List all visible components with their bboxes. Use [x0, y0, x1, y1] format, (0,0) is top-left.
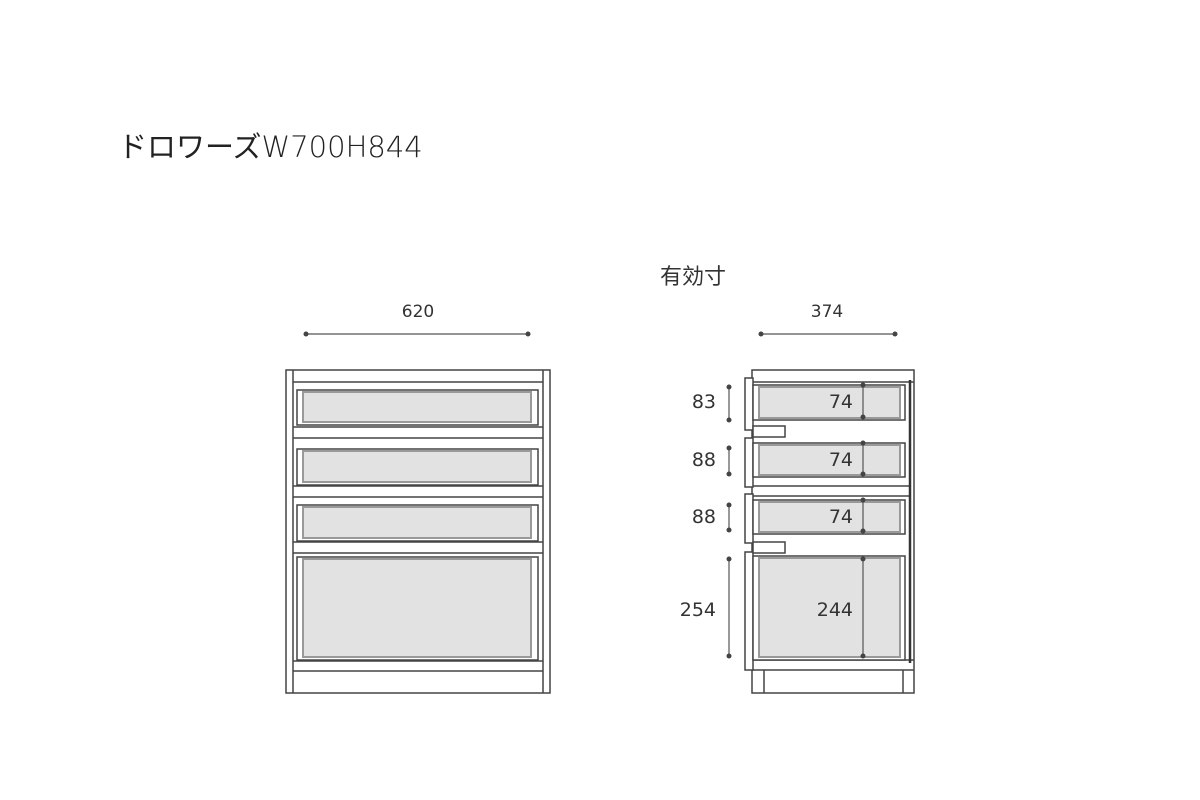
front-drawer-4 [296, 556, 539, 661]
inner-height-4: 244 [817, 599, 853, 621]
side-drawer-1 [752, 384, 906, 421]
handle [752, 425, 786, 438]
outer-height-3: 88 [692, 506, 716, 528]
front-width-label: 620 [402, 302, 434, 322]
inner-height-2: 74 [829, 449, 853, 471]
outer-height-2: 88 [692, 449, 716, 471]
side-depth-dimension-line [758, 331, 898, 337]
handle [752, 541, 786, 554]
drawing-title: ドロワーズW700H844 [118, 130, 423, 164]
outer-height-dimensions [726, 384, 732, 659]
side-view-cabinet [744, 369, 915, 694]
inner-height-3: 74 [829, 506, 853, 528]
inner-height-1: 74 [829, 391, 853, 413]
side-drawer-2 [752, 442, 906, 478]
front-width-dimension-line [303, 331, 531, 337]
front-view-cabinet [285, 369, 551, 694]
side-drawer-4 [752, 555, 906, 661]
side-depth-label: 374 [811, 302, 843, 322]
effective-dimensions-label: 有効寸 [660, 265, 726, 290]
side-drawer-3 [752, 499, 906, 535]
outer-height-1: 83 [692, 391, 716, 413]
outer-height-4: 254 [680, 599, 716, 621]
front-drawer-2 [296, 448, 539, 486]
inner-height-dimensions [860, 382, 866, 659]
front-drawer-1 [296, 389, 539, 426]
front-drawer-3 [296, 504, 539, 542]
